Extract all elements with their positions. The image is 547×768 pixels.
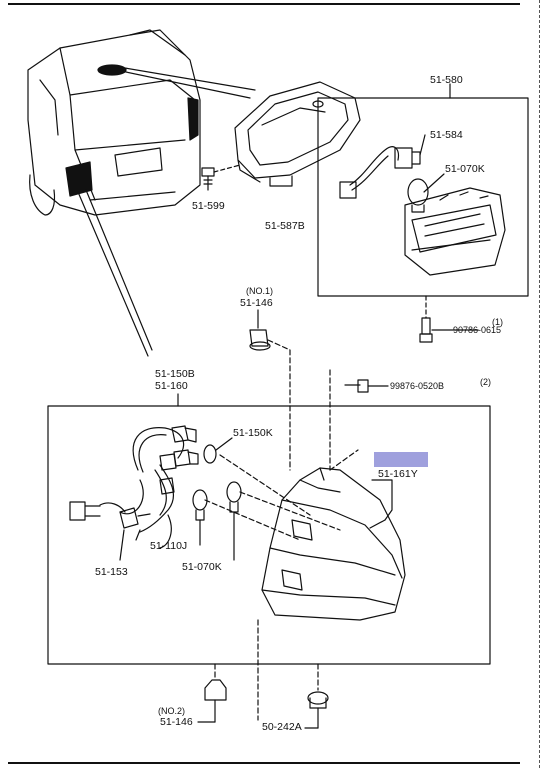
vehicle-rear-illustration	[27, 29, 256, 357]
screw-51-599	[201, 164, 241, 191]
grommet-top	[249, 309, 291, 471]
label-qty-1: (1)	[492, 317, 503, 327]
page-edge	[539, 0, 540, 768]
screw-99876	[329, 369, 389, 471]
label-51-070k-bottom: 51-070K	[182, 561, 222, 573]
label-51-146-top: 51-146	[240, 297, 273, 309]
label-51-584: 51-584	[430, 129, 463, 141]
label-99876-0520b: 99876-0520B	[390, 381, 445, 391]
bolt-90786	[419, 295, 479, 343]
box-rear-combination-lamp	[47, 393, 491, 665]
highlighted-part-box	[374, 452, 428, 467]
label-51-160: 51-160	[155, 380, 188, 392]
clip-50-242a	[304, 663, 329, 729]
box-51-580	[317, 83, 529, 297]
label-no2: (NO.2)	[158, 706, 185, 716]
label-51-110j: 51-110J	[150, 540, 188, 552]
top-rule	[8, 3, 520, 5]
label-51-161y: 51-161Y	[378, 468, 418, 480]
grommet-bottom	[197, 663, 227, 723]
label-51-153: 51-153	[95, 566, 128, 578]
label-51-599: 51-599	[192, 200, 225, 212]
label-50-242a: 50-242A	[262, 721, 302, 733]
label-no1: (NO.1)	[246, 286, 273, 296]
label-51-580: 51-580	[430, 74, 463, 86]
label-51-070k-top: 51-070K	[445, 163, 485, 175]
bottom-rule	[8, 762, 520, 764]
label-51-146-bottom: 51-146	[160, 716, 193, 728]
label-51-150k: 51-150K	[233, 427, 273, 439]
label-51-150b: 51-150B	[155, 368, 195, 380]
label-qty-2: (2)	[480, 377, 491, 387]
label-51-587b: 51-587B	[265, 220, 305, 232]
label-90786-0615: 90786-0615	[453, 325, 502, 335]
